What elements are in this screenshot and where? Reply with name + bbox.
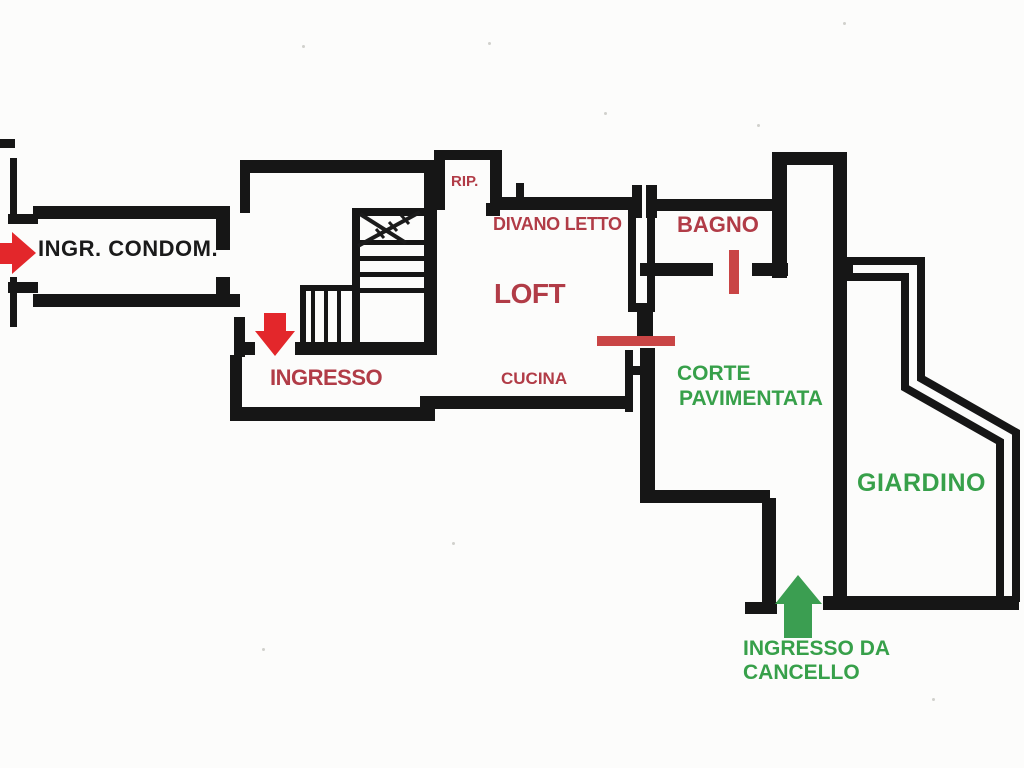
staircase xyxy=(300,208,424,342)
speckle xyxy=(262,648,265,651)
apartment-entrance-arrow-down-icon xyxy=(255,313,295,356)
speckle xyxy=(302,45,305,48)
door-marker-court xyxy=(597,336,675,346)
garden-boundary-wall xyxy=(845,257,1020,602)
speckle xyxy=(488,42,491,45)
speckle xyxy=(452,542,455,545)
label-gate-entrance-line2: CANCELLO xyxy=(743,661,860,684)
room-label-condo-entrance: INGR. CONDOM. xyxy=(38,236,219,261)
room-label-paved-court-line2: PAVIMENTATA xyxy=(679,387,823,410)
speckle xyxy=(932,698,935,701)
room-label-entrance: INGRESSO xyxy=(270,365,383,390)
speckle xyxy=(757,124,760,127)
walls xyxy=(0,139,1019,614)
garden-boundary-wall-core xyxy=(853,265,1012,596)
stair-diagonal-down xyxy=(358,212,408,245)
room-label-sofa-bed: DIVANO LETTO xyxy=(493,214,622,234)
room-label-garden: GIARDINO xyxy=(857,469,986,497)
speckle xyxy=(604,112,607,115)
room-label-storage: RIP. xyxy=(451,173,479,190)
stair-hatch-2 xyxy=(387,221,399,232)
room-label-kitchen: CUCINA xyxy=(501,369,568,388)
stair-diagonal-up xyxy=(357,210,421,248)
condo-entrance-arrow-right-icon xyxy=(0,232,36,274)
label-gate-entrance-line1: INGRESSO DA xyxy=(743,637,891,660)
staircase-structure xyxy=(300,208,424,342)
room-label-bathroom: BAGNO xyxy=(677,212,759,237)
room-label-paved-court-line1: CORTE xyxy=(677,362,751,385)
stair-hatch-1 xyxy=(374,228,386,239)
room-label-loft: LOFT xyxy=(494,278,566,309)
gate-entrance-arrow-up-icon xyxy=(775,575,822,638)
speckle xyxy=(843,22,846,25)
wall-segments xyxy=(0,139,1019,614)
stair-hatch-3 xyxy=(399,214,411,225)
door-marker-bathroom xyxy=(729,250,739,294)
